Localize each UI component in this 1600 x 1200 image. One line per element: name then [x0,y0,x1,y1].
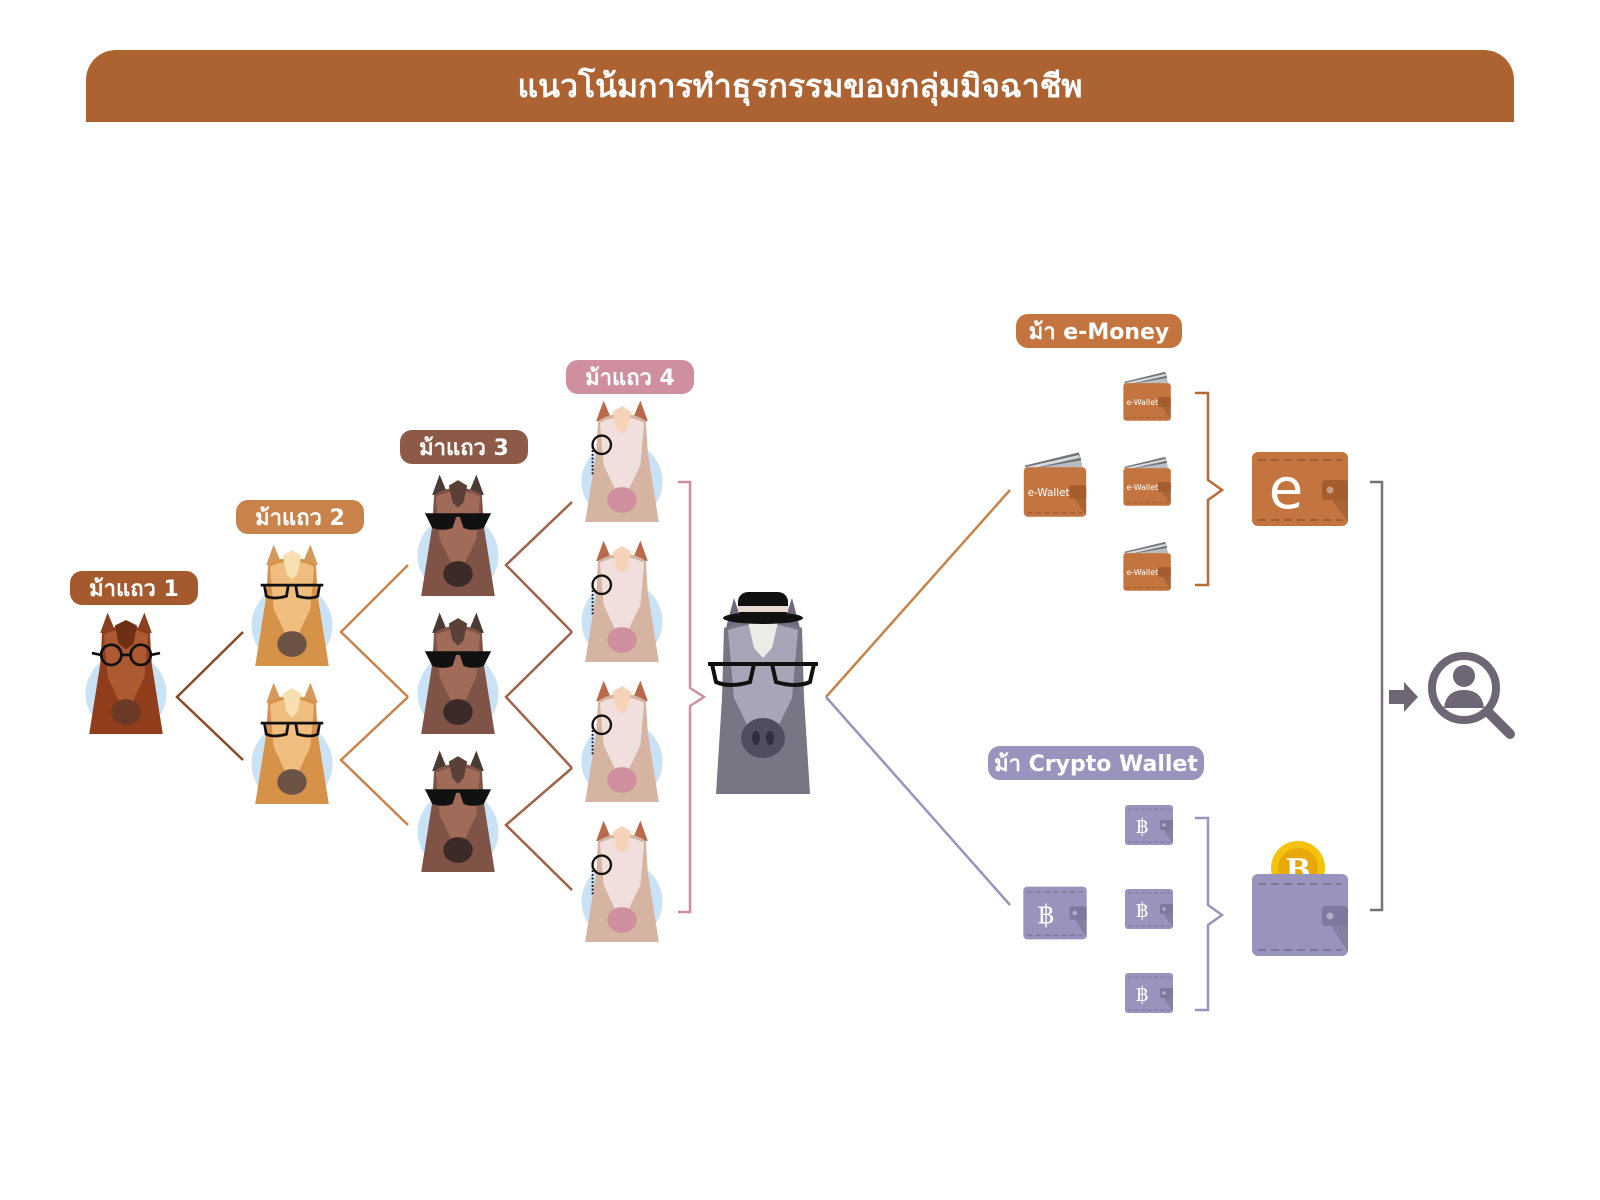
emoney-sub-wallet-icon: e-Wallet [1123,456,1171,506]
emoney-main-wallet-icon: e [1252,452,1348,526]
emoney-wallets: e-Wallet e-Wallet e-Wallet [1023,371,1171,591]
e-wallet-text: e-Wallet [1126,398,1158,407]
e-wallet-text: e-Wallet [1028,487,1070,499]
bracket-final [1370,480,1384,912]
baht-bitcoin-symbol: ฿ [1136,898,1149,922]
crypto-wallets: ฿ ฿ ฿ [1023,805,1173,1013]
tier3-horse [417,750,499,873]
arrow-right-icon [1389,682,1418,712]
title-banner: แนวโน้มการทำธุรกรรมของกลุ่มมิจฉาชีพ [86,50,1514,122]
baht-bitcoin-symbol: ฿ [1136,982,1149,1006]
emoney-sub-wallet-icon: e-Wallet [1123,541,1171,591]
crypto-wallet-label: ม้า Crypto Wallet [988,746,1204,780]
tier4-horse [581,820,663,943]
tier1-horse [85,612,167,735]
baht-bitcoin-symbol: ฿ [1136,814,1149,838]
bracket-emoney [1195,391,1225,587]
tier3-horse [417,612,499,735]
connectors-tier2-tier3 [339,564,409,826]
emoney-sub-wallet-icon: e-Wallet [1123,371,1171,421]
tier4-horse [581,680,663,803]
crypto-sub-wallet-icon: ฿ [1125,889,1173,929]
page-title: แนวโน้มการทำธุรกรรมของกลุ่มมิจฉาชีพ [517,66,1083,105]
bracket-tier4 [678,480,707,914]
tier2-label: ม้าแถว 2 [236,500,364,534]
connector [339,564,409,698]
connector [504,767,573,891]
tier4-horse [581,540,663,663]
e-wallet-text: e-Wallet [1126,483,1158,492]
e-wallet-text: e-Wallet [1126,568,1158,577]
tier2-horse [251,682,333,805]
search-user-icon [1428,652,1515,739]
emoney-wallet-icon: e-Wallet [1023,452,1087,517]
tier3-horse [417,474,499,597]
crypto-sub-wallet-icon: ฿ [1125,805,1173,845]
connector-boss-emoney [825,489,1011,698]
tier3-label: ม้าแถว 3 [400,430,528,464]
connector [504,631,573,769]
connector-boss-crypto [825,696,1011,906]
crypto-sub-wallet-icon: ฿ [1125,973,1173,1013]
tier1-label: ม้าแถว 1 [70,571,198,605]
connector [504,501,573,633]
bracket-crypto [1195,816,1225,1012]
boss-horse [708,592,818,794]
e-symbol: e [1269,457,1303,522]
crypto-wallet-icon: ฿ [1023,886,1087,940]
crypto-main-wallet-icon: B [1252,841,1348,956]
connector [175,631,244,761]
tier2-horse [251,544,333,667]
connectors-tier3-tier4 [504,501,573,891]
connector [339,696,409,826]
emoney-label: ม้า e-Money [1016,314,1182,348]
tier4-horse [581,400,663,523]
connectors-tier1-tier2 [175,631,244,761]
baht-bitcoin-symbol: ฿ [1037,900,1054,931]
tier4-horses [581,400,663,943]
tier4-label: ม้าแถว 4 [566,360,694,394]
